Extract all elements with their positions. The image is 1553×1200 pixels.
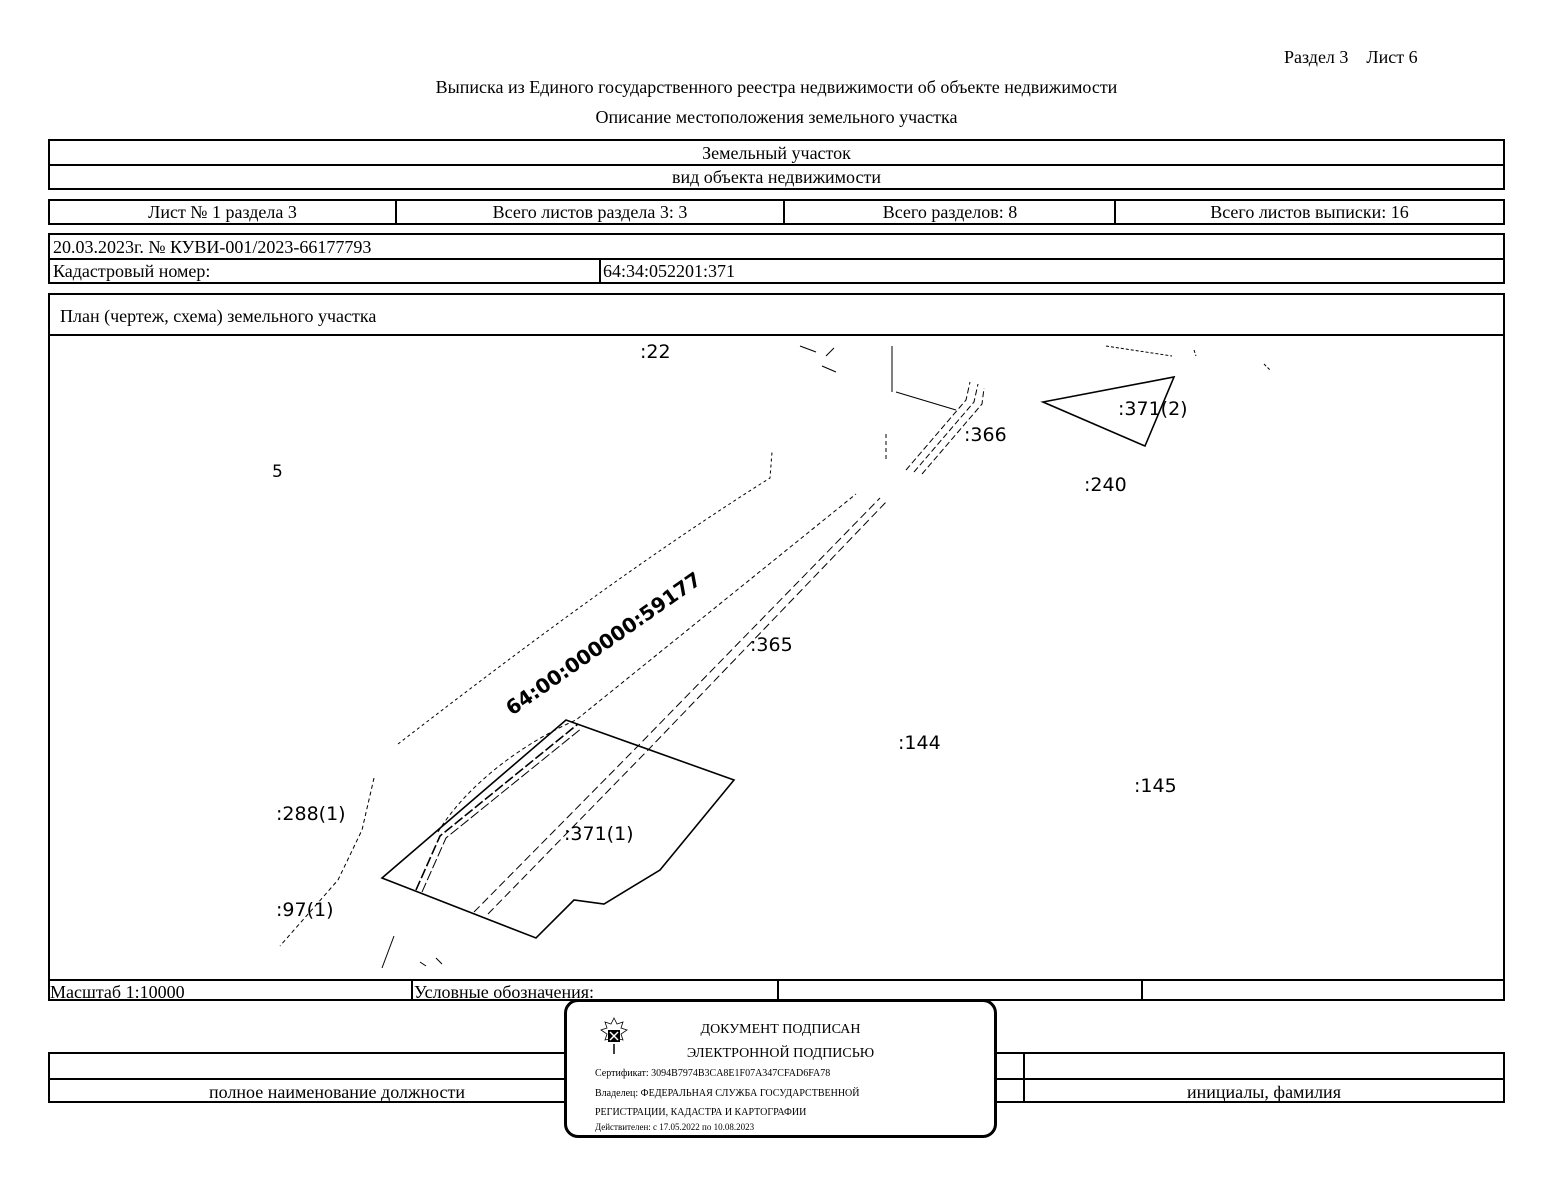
top-fragments (799, 345, 837, 373)
cadastral-label: Кадастровый номер: (53, 261, 211, 281)
scale-label: Масштаб 1:10000 (50, 982, 185, 1002)
cadastral-value: 64:34:052201:371 (603, 261, 736, 281)
inner-boundary-2 (421, 727, 583, 893)
label-145: :145 (1134, 775, 1177, 797)
stamp-valid: Действителен: с 17.05.2022 по 10.08.2023 (595, 1122, 755, 1132)
object-type-caption: вид объекта недвижимости (672, 167, 881, 187)
stamp-line-2: ЭЛЕКТРОННОЙ ПОДПИСЬЮ (686, 1046, 875, 1061)
position-caption: полное наименование должности (209, 1082, 465, 1102)
parcel-371-1-outline (380, 719, 736, 939)
section-sheet-label: Раздел 3 Лист 6 (1284, 47, 1418, 67)
parcel-366-lines (905, 381, 985, 475)
top-right-fragments (1105, 345, 1271, 371)
plan-title: План (чертеж, схема) земельного участка (60, 306, 377, 326)
road-boundary-left (397, 451, 773, 745)
stamp-line-1: ДОКУМЕНТ ПОДПИСАН (700, 1022, 861, 1037)
parcel-371-2-outline (1040, 375, 1176, 448)
document-subtitle: Описание местоположения земельного участ… (595, 107, 958, 127)
label-288-1: :288(1) (276, 803, 346, 825)
stamp-owner-line-1: Владелец: ФЕДЕРАЛЬНАЯ СЛУЖБА ГОСУДАРСТВЕ… (595, 1088, 860, 1099)
legend-label: Условные обозначения: (414, 982, 595, 1002)
label-road-59177: 64:00:000000:59177 (501, 567, 705, 720)
record-box: 20.03.2023г. № КУВИ-001/2023-66177793 Ка… (48, 233, 1505, 284)
label-366: :366 (964, 424, 1007, 446)
emblem-icon (600, 1017, 628, 1054)
parcel-365-line-1 (473, 497, 881, 913)
total-sections: Всего разделов: 8 (882, 201, 1018, 222)
stamp-certificate: Сертификат: 3094B7974B3CA8E1F07A347CFAD6… (595, 1068, 831, 1079)
road-boundary-right (437, 493, 857, 833)
label-97-1: :97(1) (276, 899, 334, 921)
parcel-366-edge (891, 346, 957, 411)
record-date-number: 20.03.2023г. № КУВИ-001/2023-66177793 (53, 237, 372, 257)
label-22: :22 (640, 341, 671, 363)
label-365: :365 (750, 634, 793, 656)
sheet-info-row: Лист № 1 раздела 3 Всего листов раздела … (48, 199, 1505, 225)
stamp-owner-line-2: РЕГИСТРАЦИИ, КАДАСТРА И КАРТОГРАФИИ (595, 1107, 807, 1118)
total-sheets-section: Всего листов раздела 3: 3 (492, 201, 688, 222)
parcel-365-line-2 (487, 499, 889, 915)
inner-boundary-1 (415, 723, 579, 891)
sheet-number: Лист № 1 раздела 3 (148, 201, 297, 222)
label-144: :144 (898, 732, 941, 754)
bottom-fragments (381, 935, 443, 969)
label-371-1: :371(1) (564, 823, 634, 845)
label-240: :240 (1084, 474, 1127, 496)
object-type-value: Земельный участок (702, 143, 851, 163)
initials-caption: инициалы, фамилия (1187, 1082, 1341, 1102)
label-371-2: :371(2) (1118, 398, 1188, 420)
electronic-signature-stamp: ДОКУМЕНТ ПОДПИСАН ЭЛЕКТРОННОЙ ПОДПИСЬЮ С… (564, 999, 997, 1138)
object-type-box: Земельный участок вид объекта недвижимос… (48, 139, 1505, 190)
document-title: Выписка из Единого государственного реес… (435, 77, 1118, 97)
label-edge-mark: 5 (272, 462, 283, 482)
total-sheets-extract: Всего листов выписки: 16 (1210, 201, 1409, 222)
